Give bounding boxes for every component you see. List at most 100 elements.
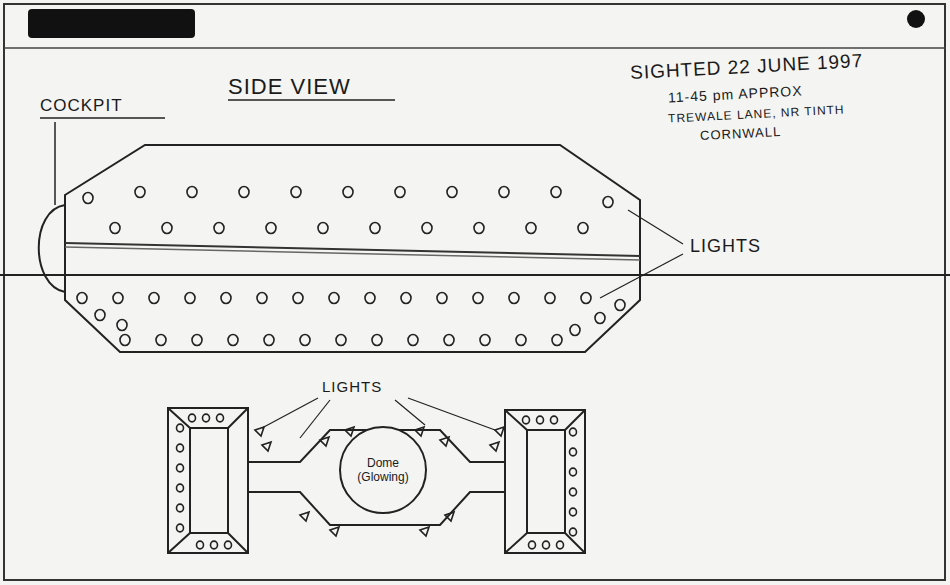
light xyxy=(551,187,561,198)
light xyxy=(570,325,580,336)
light xyxy=(177,444,184,452)
light xyxy=(203,414,210,422)
light xyxy=(437,293,447,304)
leader-line xyxy=(54,122,56,205)
light xyxy=(570,428,577,436)
light xyxy=(474,223,484,234)
light xyxy=(225,541,232,549)
light xyxy=(262,442,271,451)
leader-line xyxy=(262,398,318,428)
light xyxy=(293,293,303,304)
centre-band xyxy=(65,247,640,260)
light xyxy=(239,187,249,198)
light xyxy=(257,293,267,304)
light xyxy=(420,527,429,536)
light xyxy=(570,488,577,496)
light xyxy=(177,504,184,512)
sighting-note: SIGHTED 22 JUNE 1997 xyxy=(630,50,864,84)
pod-inner xyxy=(190,428,228,533)
light xyxy=(581,293,591,304)
sighting-note: CORNWALL xyxy=(700,124,782,143)
pod xyxy=(168,408,248,553)
light xyxy=(415,427,424,436)
light xyxy=(480,335,490,346)
dome-circle: Dome (Glowing) xyxy=(338,425,428,515)
light xyxy=(578,223,588,234)
light xyxy=(440,437,449,446)
sighting-note: 11-45 pm APPROX xyxy=(668,82,803,105)
light xyxy=(408,335,418,346)
light xyxy=(197,541,204,549)
light xyxy=(422,223,432,234)
light xyxy=(329,293,339,304)
light xyxy=(149,293,159,304)
light xyxy=(336,335,346,346)
redaction-bar xyxy=(28,9,195,38)
light xyxy=(113,293,123,304)
light xyxy=(516,335,526,346)
light xyxy=(211,541,218,549)
light xyxy=(214,223,224,234)
light xyxy=(95,310,105,321)
dome-label: Dome (Glowing) xyxy=(355,456,411,484)
underline xyxy=(228,99,395,101)
light xyxy=(318,223,328,234)
lights xyxy=(77,187,625,549)
dome-outline xyxy=(340,427,426,513)
callout-label: LIGHTS xyxy=(690,236,761,257)
light xyxy=(264,335,274,346)
light xyxy=(545,293,555,304)
light xyxy=(221,293,231,304)
light xyxy=(370,223,380,234)
light xyxy=(135,187,145,198)
light xyxy=(300,335,310,346)
light xyxy=(537,416,544,424)
light xyxy=(300,512,309,521)
craft-side-outline xyxy=(65,145,640,352)
callout-label: LIGHTS xyxy=(322,378,382,395)
light xyxy=(189,414,196,422)
light xyxy=(526,223,536,234)
pod-inner xyxy=(527,430,565,533)
sighting-note: TREWALE LANE, NR TINTH xyxy=(668,102,845,125)
light xyxy=(177,424,184,432)
light xyxy=(401,293,411,304)
header-rule xyxy=(4,47,945,49)
horizon-line xyxy=(0,274,950,276)
light xyxy=(570,528,577,536)
light xyxy=(445,512,454,521)
light xyxy=(595,313,605,324)
light xyxy=(395,187,405,198)
light xyxy=(529,541,536,549)
light xyxy=(570,468,577,476)
light xyxy=(603,197,613,208)
punch-hole xyxy=(907,10,925,28)
light xyxy=(162,223,172,234)
light xyxy=(330,527,339,536)
callout-label: COCKPIT xyxy=(40,96,123,116)
light xyxy=(444,335,454,346)
leader-line xyxy=(408,398,495,430)
light xyxy=(473,293,483,304)
page-border xyxy=(4,4,945,580)
pod xyxy=(505,410,585,553)
light xyxy=(77,293,87,304)
light xyxy=(557,541,564,549)
view-title: SIDE VIEW xyxy=(228,74,351,100)
light xyxy=(509,293,519,304)
leader-line xyxy=(628,210,683,244)
light xyxy=(447,187,457,198)
light xyxy=(365,293,375,304)
pod-corners xyxy=(168,408,248,553)
light xyxy=(372,335,382,346)
light xyxy=(570,508,577,516)
leader-line xyxy=(300,400,330,438)
light xyxy=(266,223,276,234)
craft-plan-view xyxy=(168,408,585,553)
light xyxy=(177,484,184,492)
light xyxy=(177,464,184,472)
light xyxy=(255,427,264,436)
light xyxy=(83,193,93,204)
light xyxy=(192,335,202,346)
light xyxy=(615,300,625,311)
